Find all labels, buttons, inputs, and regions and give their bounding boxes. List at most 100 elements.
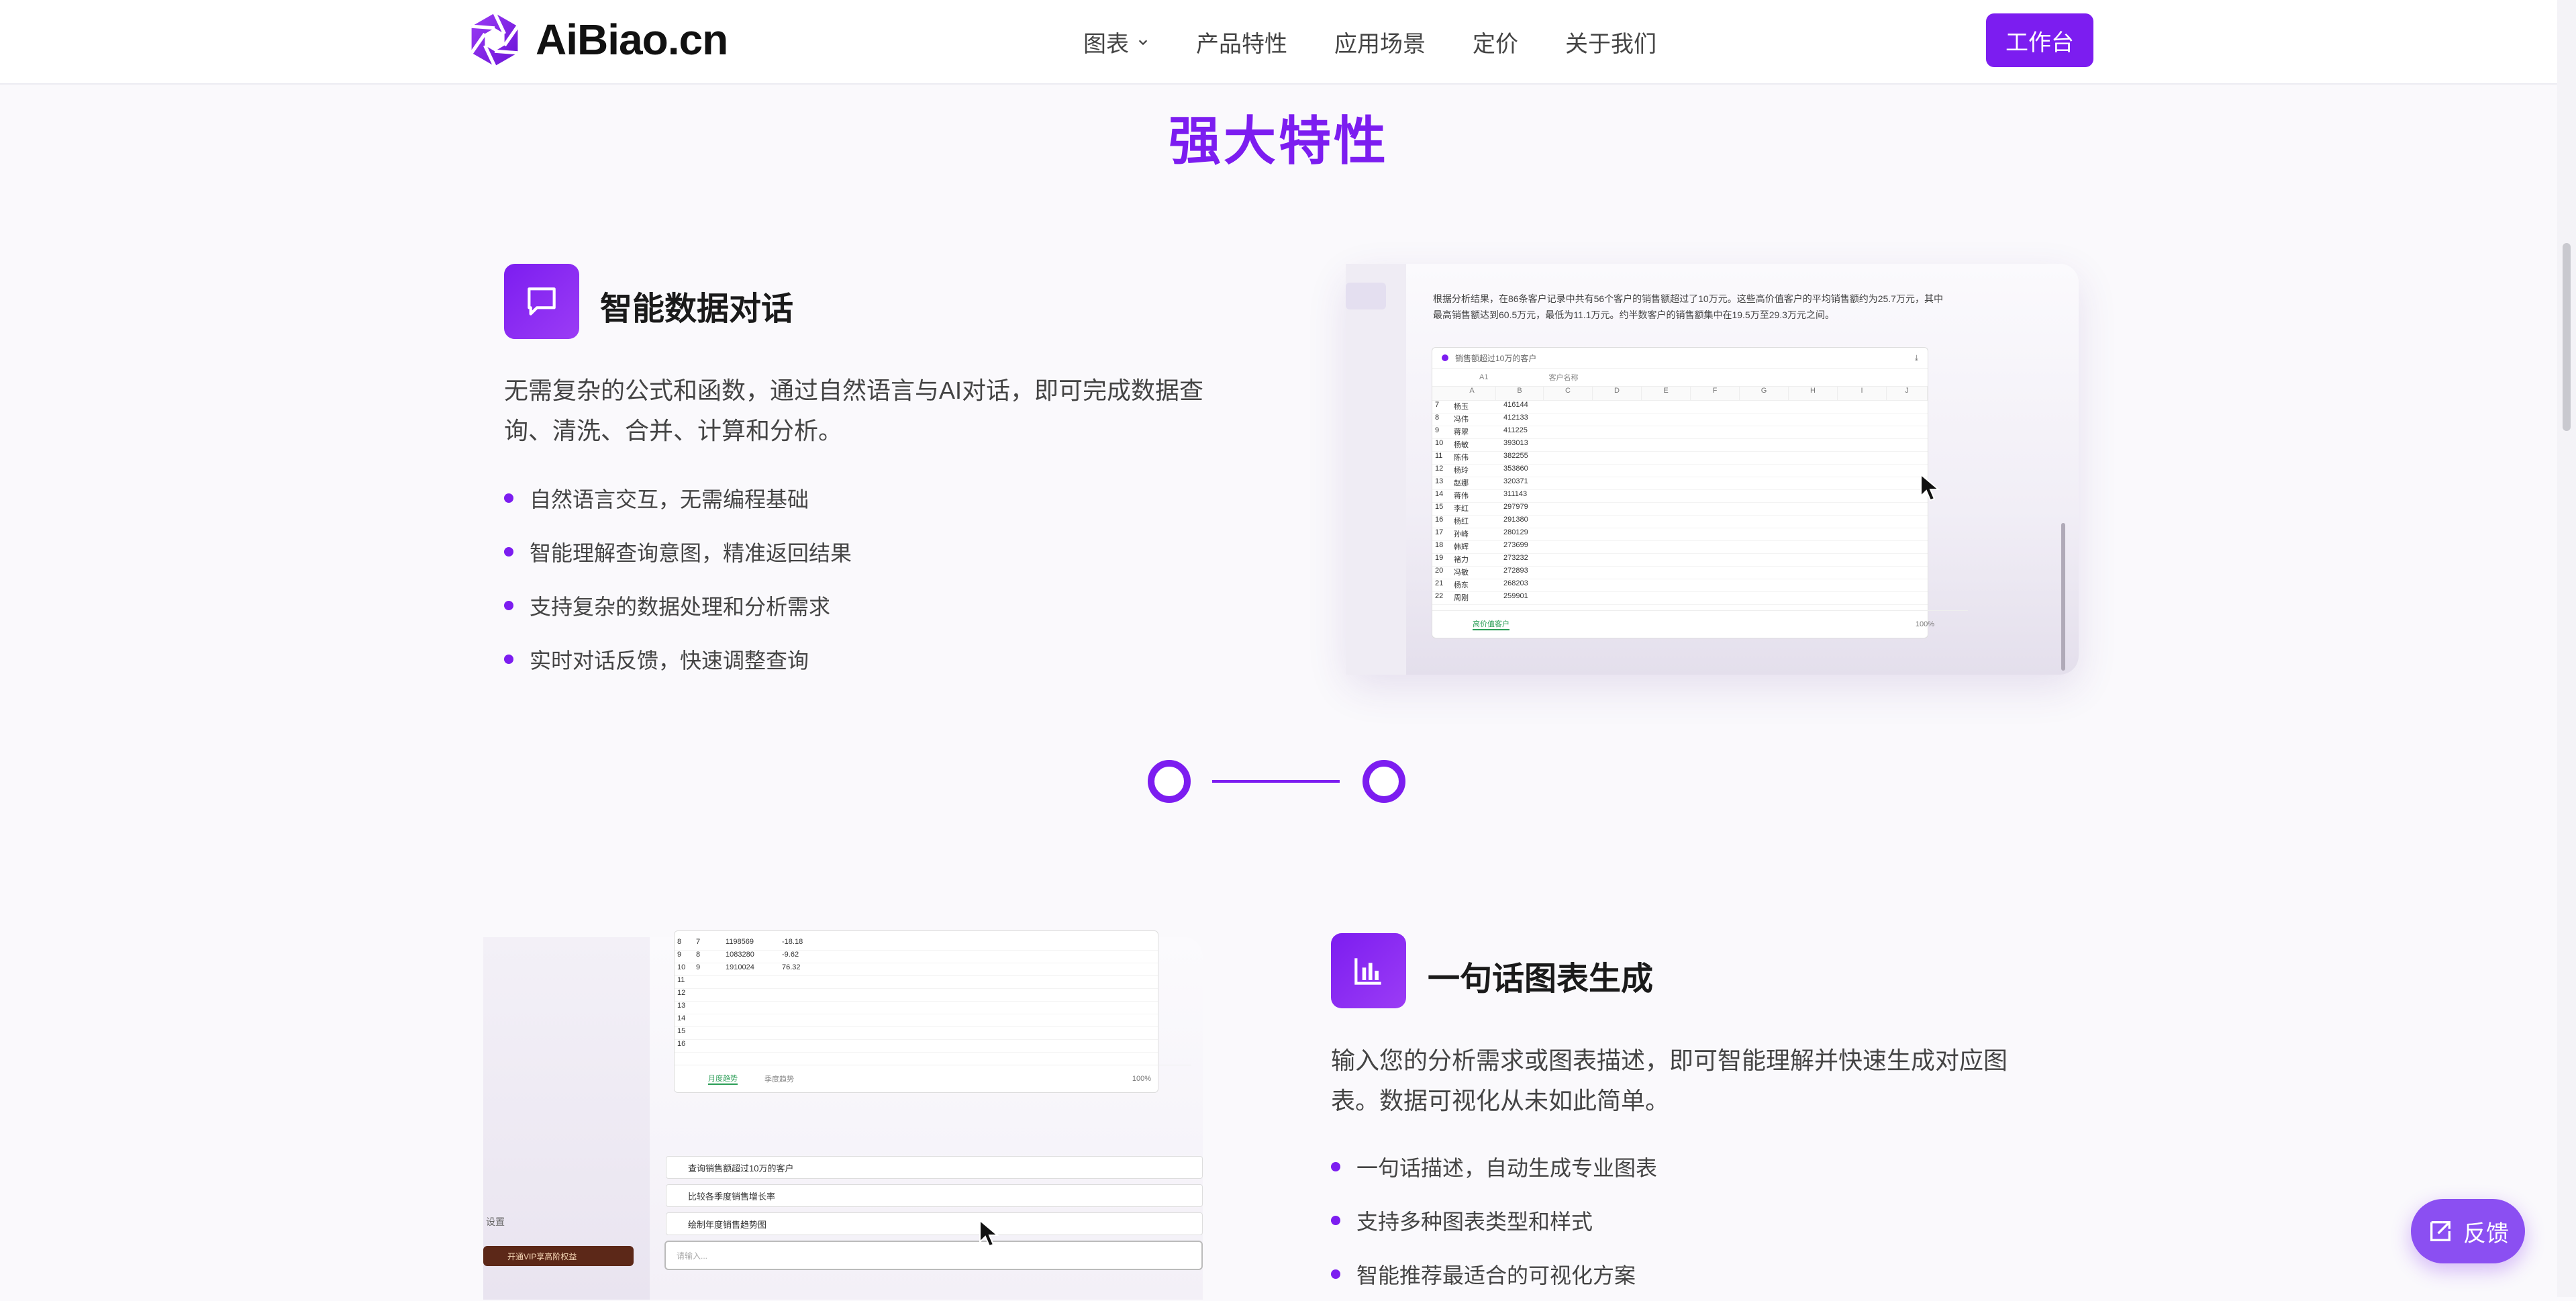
pager-dot-1[interactable] <box>1148 760 1191 803</box>
nav-item-label: 定价 <box>1473 32 1518 57</box>
table-row: 15 <box>675 1027 1158 1040</box>
feature-description: 输入您的分析需求或图表描述，即可智能理解并快速生成对应图表。数据可视化从未如此简… <box>1331 1047 2008 1114</box>
cursor-icon <box>1920 473 1940 501</box>
screenshot-sidebar <box>1346 264 1406 675</box>
table-row: 13 <box>675 1002 1158 1014</box>
nav-item-pricing[interactable]: 定价 <box>1473 26 1518 58</box>
vip-banner[interactable]: 开通VIP享高阶权益 <box>483 1246 634 1266</box>
nav-item-charts[interactable]: 图表 <box>1083 26 1149 58</box>
feature-title: 智能数据对话 <box>600 291 794 327</box>
analysis-summary: 根据分析结果，在86条客户记录中共有56个客户的销售额超过了10万元。这些高价值… <box>1433 293 1943 320</box>
page-scrollbar-track <box>2557 0 2576 1297</box>
pager-connector <box>1212 780 1340 783</box>
chevron-down-icon <box>1138 40 1148 45</box>
suggestion-chip[interactable]: 查询销售额超过10万的客户 <box>666 1156 1203 1179</box>
feedback-label: 反馈 <box>2463 1220 2509 1247</box>
chat-input[interactable]: 请输入... <box>664 1241 1203 1270</box>
sheet-tab[interactable]: 季度趋势 <box>764 1075 794 1083</box>
logo-icon <box>470 12 519 67</box>
feature-bullet-list: 一句话描述，自动生成专业图表 支持多种图表类型和样式 智能推荐最适合的可视化方案 <box>1331 1140 1657 1301</box>
brand-logo[interactable]: AiBiao.cn <box>466 11 728 68</box>
feature-pager <box>1148 760 1407 803</box>
formula-bar: A1 客户名称 <box>1432 369 1928 387</box>
chat-icon <box>504 264 579 339</box>
sheet-title: 销售额超过10万的客户 <box>1455 353 1537 363</box>
table-row: 16 <box>675 1040 1158 1053</box>
list-item: 支持复杂的数据处理和分析需求 <box>504 579 852 632</box>
table-row: 11 <box>675 976 1158 989</box>
brand-name: AiBiao.cn <box>536 15 728 64</box>
suggestion-chip[interactable]: 比较各季度销售增长率 <box>666 1184 1203 1207</box>
suggestion-chip[interactable]: 绘制年度销售趋势图 <box>666 1212 1203 1235</box>
feedback-icon <box>2430 1221 2450 1241</box>
feature-bullet-list: 自然语言交互，无需编程基础 智能理解查询意图，精准返回结果 支持复杂的数据处理和… <box>504 471 852 686</box>
feature-title: 一句话图表生成 <box>1428 961 1654 997</box>
cell-value: 客户名称 <box>1548 374 1579 382</box>
feature-description: 无需复杂的公式和函数，通过自然语言与AI对话，即可完成数据查询、清洗、合并、计算… <box>504 377 1204 444</box>
list-item: 一句话描述，自动生成专业图表 <box>1331 1140 1657 1194</box>
sheet-icon <box>1442 354 1448 361</box>
list-item: 实时对话反馈，快速调整查询 <box>504 632 852 686</box>
download-icon[interactable]: ⤓ <box>1914 352 1918 363</box>
column-headers: A B C D E F G H I J <box>1432 387 1928 401</box>
list-item: 智能理解查询意图，精准返回结果 <box>504 525 852 579</box>
nav-item-label: 图表 <box>1083 32 1129 57</box>
sheet-footer: 高价值客户 100% <box>1432 610 1968 638</box>
list-item: 自然语言交互，无需编程基础 <box>504 471 852 525</box>
settings-label[interactable]: 设置 <box>486 1216 505 1227</box>
cursor-icon <box>979 1218 999 1247</box>
screenshot-scrollbar <box>2061 523 2065 671</box>
top-navbar: AiBiao.cn 图表 产品特性 应用场景 定价 关于我们 工作台 <box>0 0 2557 85</box>
feature-screenshot-chat: 根据分析结果，在86条客户记录中共有56个客户的销售额超过了10万元。这些高价值… <box>1346 264 2079 675</box>
feedback-button[interactable]: 反馈 <box>2411 1199 2525 1263</box>
nav-item-scenarios[interactable]: 应用场景 <box>1334 26 1426 58</box>
pager-dot-2[interactable] <box>1363 760 1405 803</box>
bar-chart-icon <box>1331 933 1406 1008</box>
nav-item-label: 关于我们 <box>1565 32 1656 57</box>
list-item: 智能推荐最适合的可视化方案 <box>1331 1247 1657 1301</box>
sheet-tab[interactable]: 月度趋势 <box>708 1073 738 1085</box>
sheet-tab[interactable]: 高价值客户 <box>1473 618 1509 630</box>
workbench-button[interactable]: 工作台 <box>1986 13 2093 67</box>
screenshot-sidebar <box>483 937 650 1300</box>
cell-ref: A1 <box>1479 373 1489 381</box>
page-scrollbar[interactable] <box>2563 243 2571 431</box>
list-item: 支持多种图表类型和样式 <box>1331 1194 1657 1247</box>
result-spreadsheet: 销售额超过10万的客户 ⤓ A1 客户名称 A B C D E F G H I … <box>1432 347 1968 638</box>
zoom-level: 100% <box>1132 1075 1151 1083</box>
sheet-footer: 月度趋势 季度趋势 100% <box>675 1065 1191 1092</box>
zoom-level: 100% <box>1915 620 1934 628</box>
sheet-header: 销售额超过10万的客户 ⤓ <box>1432 348 1928 369</box>
nav-links: 图表 产品特性 应用场景 定价 关于我们 <box>1083 26 1703 58</box>
nav-item-about[interactable]: 关于我们 <box>1565 26 1656 58</box>
nav-item-features[interactable]: 产品特性 <box>1196 26 1287 58</box>
section-title: 强大特性 <box>1168 111 1389 171</box>
nav-item-label: 应用场景 <box>1334 32 1426 57</box>
table-row: 12 <box>675 989 1158 1002</box>
table-row: 14 <box>675 1014 1158 1027</box>
nav-item-label: 产品特性 <box>1196 32 1287 57</box>
